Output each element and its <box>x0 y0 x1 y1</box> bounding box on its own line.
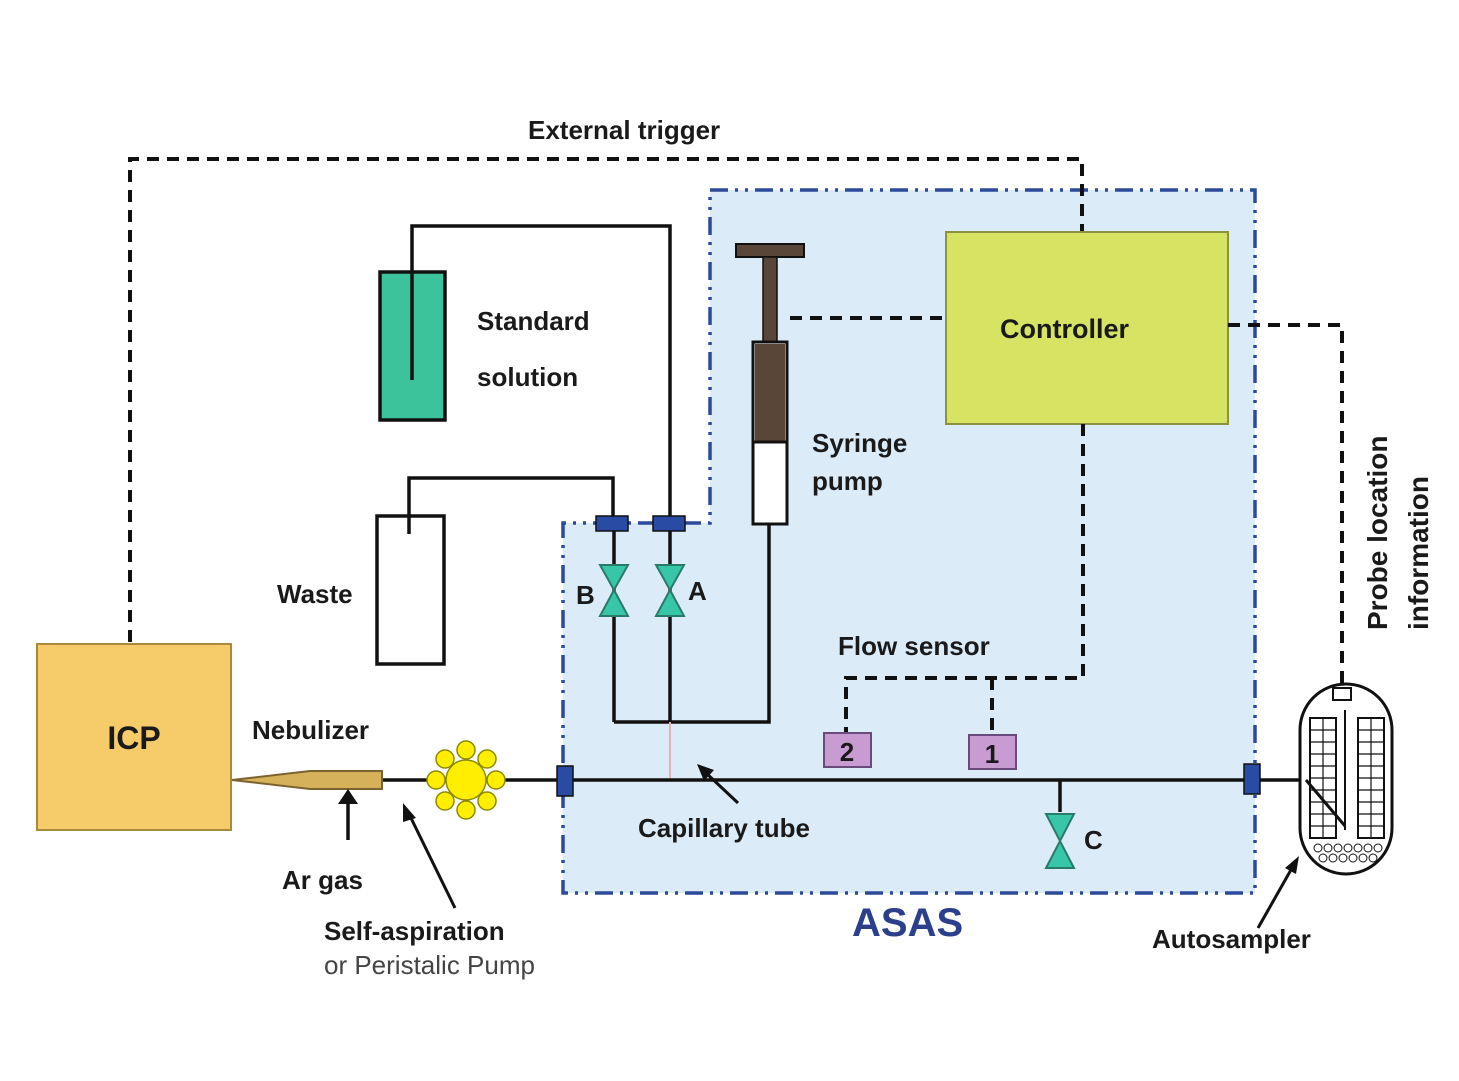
autosampler-arrow-icon <box>1256 856 1299 929</box>
nebulizer-label: Nebulizer <box>252 715 369 745</box>
self-aspiration-label: Self-aspiration <box>324 916 505 946</box>
waste-tube <box>407 476 615 534</box>
controller-label: Controller <box>1000 314 1129 344</box>
icp-label: ICP <box>107 720 160 756</box>
valve-c-label: C <box>1084 825 1103 855</box>
valve-b-label: B <box>576 580 595 610</box>
asas-label: ASAS <box>852 901 963 945</box>
peristalic-pump-label: or Peristalic Pump <box>324 950 535 980</box>
autosampler-label: Autosampler <box>1152 924 1311 954</box>
valve-a-label: A <box>688 576 707 606</box>
connector-left <box>556 765 574 797</box>
ar-gas-arrow-icon <box>338 789 358 840</box>
flow-sensor-1-label: 1 <box>985 739 999 769</box>
flow-sensor-label: Flow sensor <box>838 631 990 661</box>
standard-solution-tube <box>410 224 672 516</box>
probe-location-label-2: information <box>1403 476 1434 630</box>
autosampler-icon <box>1298 682 1394 876</box>
syringe-pump-label-2: pump <box>812 466 883 496</box>
flow-sensor-1 <box>968 734 1017 770</box>
external-trigger-line <box>128 157 1084 642</box>
connector-right <box>1243 763 1261 795</box>
standard-solution-label-1: Standard <box>477 306 590 336</box>
syringe-pump-icon <box>735 243 805 526</box>
controller-sensor-line <box>844 424 1085 735</box>
valve-c-icon <box>1044 813 1076 869</box>
connector-a <box>652 515 686 532</box>
peristaltic-pump-icon <box>426 740 506 820</box>
connector-b <box>595 515 629 532</box>
waste-container <box>375 514 446 666</box>
ar-gas-label: Ar gas <box>282 865 363 895</box>
controller-box <box>945 231 1229 425</box>
waste-label: Waste <box>277 579 353 609</box>
valve-a-icon <box>654 564 686 617</box>
external-trigger-label: External trigger <box>528 115 720 145</box>
manifold-line <box>614 522 771 724</box>
standard-solution-label-2: solution <box>477 362 578 392</box>
flow-sensor-2-label: 2 <box>840 737 854 767</box>
syringe-pump-label-1: Syringe <box>812 428 907 458</box>
self-aspiration-arrow-icon <box>403 803 457 909</box>
valve-b-icon <box>598 564 630 617</box>
capillary-tube-label: Capillary tube <box>638 813 810 843</box>
nebulizer-icon <box>231 770 383 790</box>
flow-sensor-2 <box>823 732 872 768</box>
icp-box <box>36 643 232 831</box>
capillary-arrow-icon <box>697 764 740 805</box>
probe-location-label-1: Probe location <box>1362 436 1393 630</box>
